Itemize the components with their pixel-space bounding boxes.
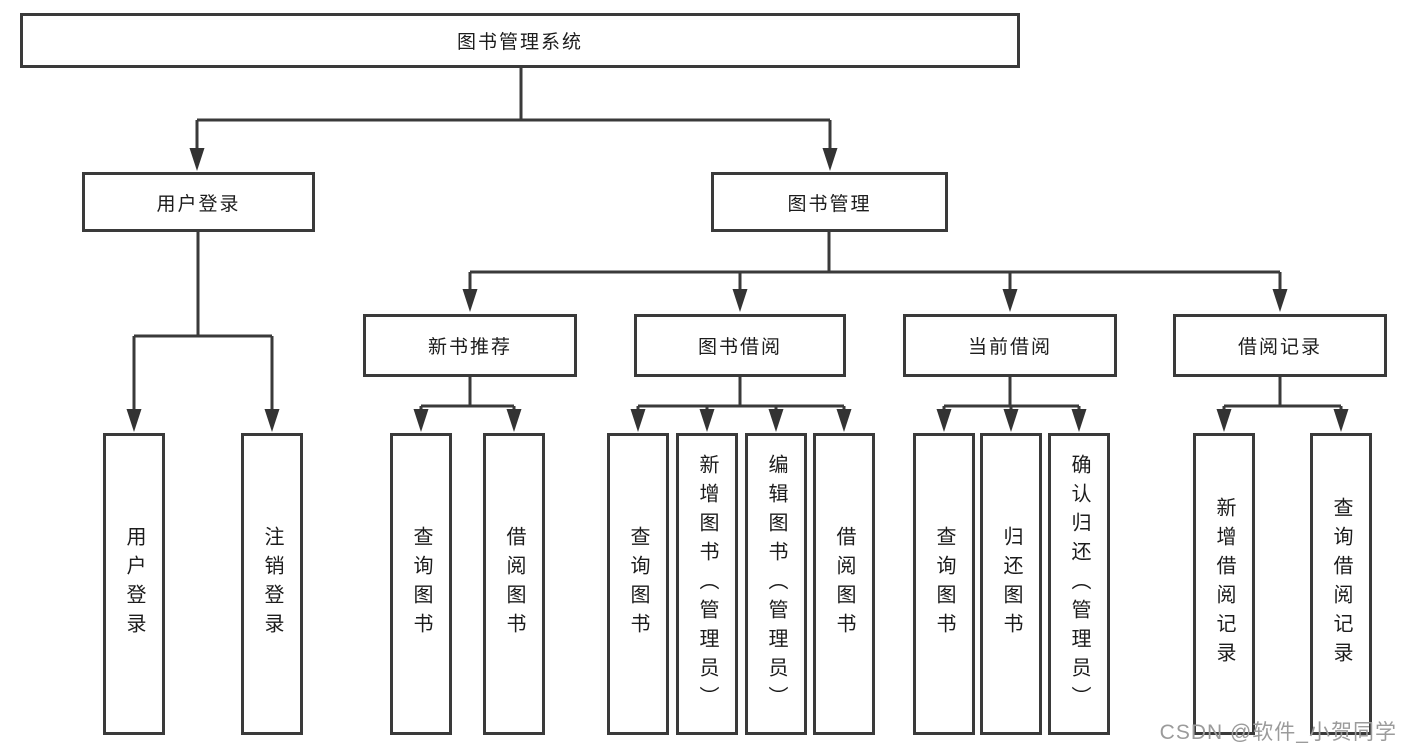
- node-label: 新书推荐: [427, 337, 512, 358]
- arrow-down-icon: [768, 409, 784, 432]
- leaf-label: 新增图书（管理员）: [696, 453, 718, 715]
- node-library-management-system: 图书管理系统: [20, 13, 1020, 68]
- csdn-watermark: CSDN @软件_小贺同学: [1159, 721, 1397, 744]
- leaf-borrow-book-borrow: 借阅图书: [813, 433, 875, 735]
- node-current-borrow: 当前借阅: [903, 314, 1117, 377]
- leaf-query-book-current: 查询图书: [913, 433, 975, 735]
- leaf-label: 用户登录: [123, 526, 145, 642]
- leaf-edit-book-admin: 编辑图书（管理员）: [745, 433, 807, 735]
- node-new-book-recommend: 新书推荐: [363, 314, 577, 377]
- node-book-management: 图书管理: [711, 172, 948, 232]
- arrow-down-icon: [822, 148, 838, 171]
- node-label: 借阅记录: [1237, 337, 1322, 358]
- leaf-label: 编辑图书（管理员）: [765, 453, 787, 715]
- arrow-down-icon: [1071, 409, 1087, 432]
- node-label: 图书管理系统: [456, 32, 583, 53]
- arrow-down-icon: [1216, 409, 1232, 432]
- leaf-borrow-book-recommend: 借阅图书: [483, 433, 545, 735]
- leaf-label: 查询图书: [627, 526, 649, 642]
- arrow-down-icon: [264, 409, 280, 432]
- leaf-logout-login: 注销登录: [241, 433, 303, 735]
- node-label: 用户登录: [156, 193, 241, 215]
- leaf-query-borrow-record: 查询借阅记录: [1310, 433, 1372, 735]
- arrow-down-icon: [699, 409, 715, 432]
- arrow-down-icon: [1002, 289, 1018, 312]
- leaf-add-borrow-record: 新增借阅记录: [1193, 433, 1255, 735]
- arrow-down-icon: [1272, 289, 1288, 312]
- leaf-label: 借阅图书: [833, 526, 855, 642]
- connector-root-to-level2: [189, 68, 838, 171]
- arrow-down-icon: [1333, 409, 1349, 432]
- node-label: 图书管理: [787, 193, 872, 215]
- arrow-down-icon: [462, 289, 478, 312]
- leaf-add-book-admin: 新增图书（管理员）: [676, 433, 738, 735]
- connector-book-management-to-level3: [462, 232, 1288, 312]
- leaf-return-book: 归还图书: [980, 433, 1042, 735]
- leaf-query-book-recommend: 查询图书: [390, 433, 452, 735]
- node-label: 当前借阅: [967, 337, 1052, 358]
- connector-current-borrow-to-leaves: [936, 377, 1087, 432]
- node-book-borrow: 图书借阅: [634, 314, 846, 377]
- arrow-down-icon: [126, 409, 142, 432]
- leaf-label: 查询图书: [933, 526, 955, 642]
- arrow-down-icon: [413, 409, 429, 432]
- leaf-label: 查询借阅记录: [1330, 497, 1352, 671]
- leaf-label: 查询图书: [410, 526, 432, 642]
- connector-user-login-to-leaves: [126, 232, 280, 432]
- arrow-down-icon: [1003, 409, 1019, 432]
- leaf-confirm-return-admin: 确认归还（管理员）: [1048, 433, 1110, 735]
- node-borrow-records: 借阅记录: [1173, 314, 1387, 377]
- arrow-down-icon: [732, 289, 748, 312]
- leaf-label: 借阅图书: [503, 526, 525, 642]
- connector-new-book-to-leaves: [413, 377, 522, 432]
- arrow-down-icon: [506, 409, 522, 432]
- leaf-query-book-borrow: 查询图书: [607, 433, 669, 735]
- arrow-down-icon: [189, 148, 205, 171]
- node-label: 图书借阅: [697, 337, 782, 358]
- arrow-down-icon: [836, 409, 852, 432]
- connector-borrow-record-to-leaves: [1216, 377, 1349, 432]
- leaf-label: 确认归还（管理员）: [1068, 453, 1090, 715]
- leaf-label: 注销登录: [261, 526, 283, 642]
- connector-book-borrow-to-leaves: [630, 377, 852, 432]
- node-user-login: 用户登录: [82, 172, 315, 232]
- arrow-down-icon: [936, 409, 952, 432]
- leaf-user-login: 用户登录: [103, 433, 165, 735]
- arrow-down-icon: [630, 409, 646, 432]
- leaf-label: 归还图书: [1000, 526, 1022, 642]
- leaf-label: 新增借阅记录: [1213, 497, 1235, 671]
